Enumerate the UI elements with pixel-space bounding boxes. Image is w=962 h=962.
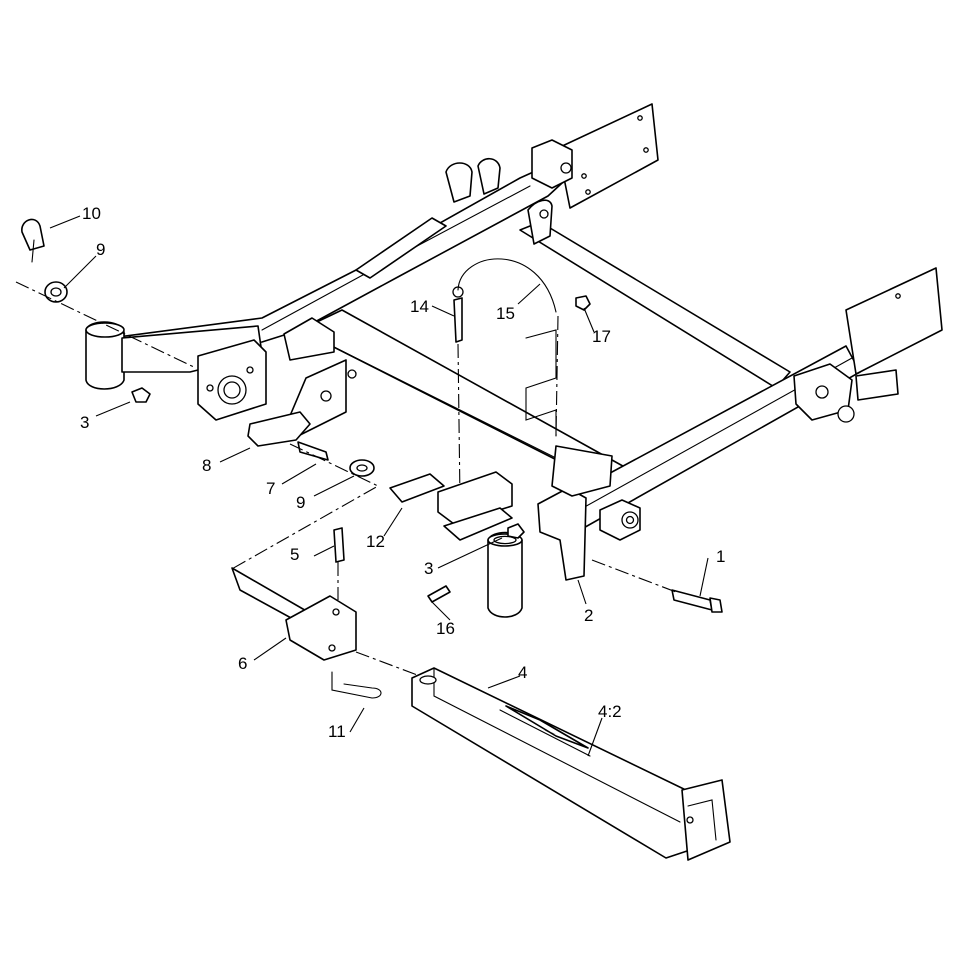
callout-16: 16 [436, 619, 455, 638]
lower-hitch-parts [231, 527, 731, 861]
callout-4: 4 [518, 663, 528, 682]
callout-4-2: 4:2 [598, 702, 622, 721]
callout-15: 15 [496, 304, 515, 323]
main-frame [109, 103, 943, 541]
callout-17: 17 [592, 327, 611, 346]
callout-5: 5 [290, 545, 300, 564]
left-pivot-assembly [15, 218, 380, 571]
callout-12: 12 [366, 532, 385, 551]
callout-10: 10 [82, 204, 101, 223]
callout-9-upper: 9 [96, 240, 106, 259]
leader-lines [49, 215, 709, 757]
callout-9-lower: 9 [296, 493, 306, 512]
callout-7: 7 [266, 479, 276, 498]
callout-6: 6 [238, 654, 248, 673]
callout-3-center: 3 [424, 559, 434, 578]
callout-14: 14 [410, 297, 429, 316]
callout-3-left: 3 [80, 413, 90, 432]
callout-8: 8 [202, 456, 212, 475]
callout-1: 1 [716, 547, 726, 566]
callout-11: 11 [328, 722, 346, 741]
center-hitch-assembly [389, 258, 723, 618]
callout-2: 2 [584, 606, 594, 625]
